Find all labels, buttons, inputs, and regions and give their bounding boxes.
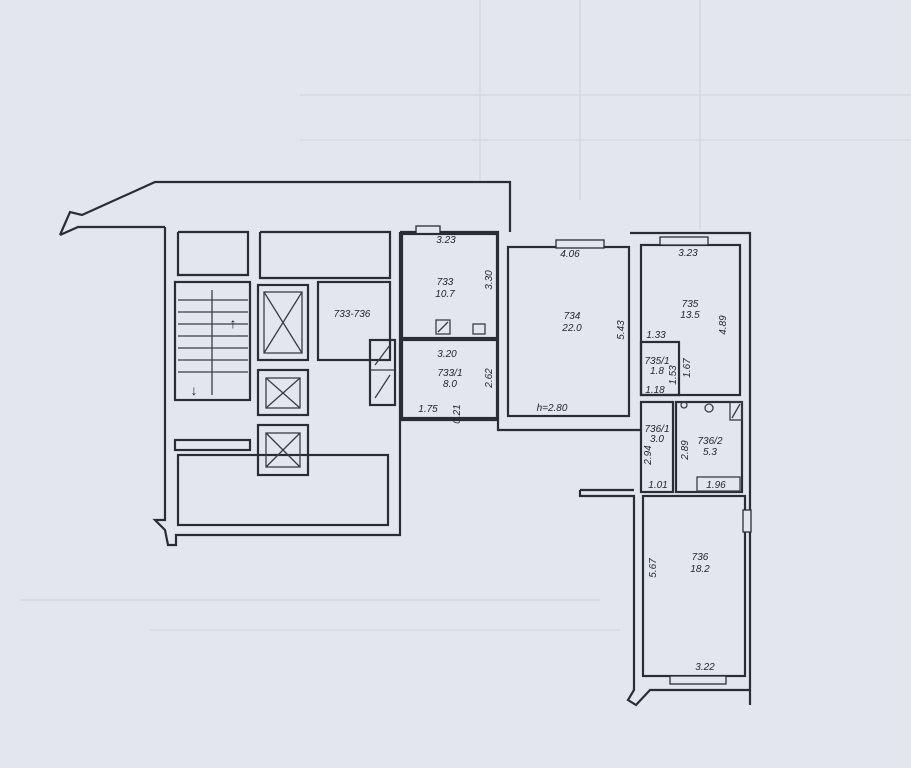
dimension-label: 5.67 [648,558,659,578]
dimension-label: 1.33 [646,330,666,341]
window [742,509,752,533]
elevator-shafts [256,283,310,477]
room-736-2 [674,400,744,494]
dimension-label: 1.53 [668,365,679,385]
dimension-label: 3.23 [436,235,456,246]
exterior-walls [58,180,640,547]
dimension-label: 3.20 [437,349,457,360]
arrow-down-icon: ↓ [191,382,198,398]
dimension-label: 2.94 [643,445,654,466]
dimension-label: 0.21 [452,404,463,423]
room-736 [641,494,747,678]
room-area: 13.5 [680,310,700,321]
room-area: 1.8 [650,366,664,377]
stairs: ↑ ↓ [178,290,248,398]
room-number: 733/1 [437,368,462,379]
room-number: 735/1 [644,356,669,367]
room-735-1 [639,340,681,397]
room-area: 18.2 [690,564,710,575]
window [555,239,605,249]
dimension-label: 1.75 [418,404,438,415]
ceiling-height-label: h=2.80 [537,403,568,414]
room-733 [400,232,499,340]
dimension-label: 2.89 [680,440,691,461]
room-area: 8.0 [443,379,457,390]
room-number: 736/1 [644,424,669,435]
stairwell [173,280,252,402]
dimension-label: 4.06 [560,249,580,260]
elevator-shaft [256,368,310,417]
dimension-label: 2.62 [484,368,495,389]
room-number: 734 [564,311,581,322]
room-number: 736/2 [697,436,722,447]
dimension-label: 5.43 [616,320,627,340]
room-area: 5.3 [703,447,717,458]
window [669,675,727,685]
arrow-up-icon: ↑ [230,315,237,331]
window [415,225,441,235]
dimension-label: 1.01 [648,480,667,491]
dimension-label: 1.67 [682,358,693,378]
elevator-shaft [256,423,310,477]
window [659,236,709,246]
dimension-label: 3.23 [678,248,698,259]
corridor-label: 733-736 [334,309,371,320]
room-number: 733 [437,277,454,288]
dimension-label: 4.89 [718,315,729,335]
dimension-label: 1.18 [645,385,665,396]
room-number: 736 [692,552,709,563]
dimension-label: 3.22 [695,662,715,673]
room-area: 3.0 [650,434,664,445]
room-733-1 [400,338,499,420]
room-area: 22.0 [561,323,582,334]
elevator-shaft [256,283,310,362]
dimension-label: 3.30 [484,270,495,290]
paper-grid [20,0,911,631]
room-area: 10.7 [435,289,455,300]
room-number: 735 [682,299,699,310]
room-736-1 [639,400,675,494]
dimension-label: 1.96 [706,480,726,491]
